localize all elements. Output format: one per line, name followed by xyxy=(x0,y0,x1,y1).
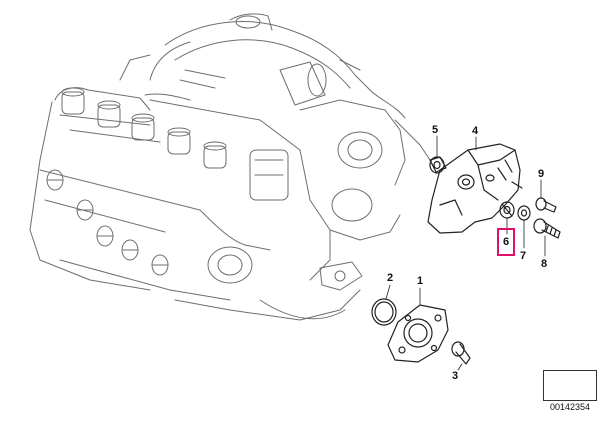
leader-lines xyxy=(385,135,546,371)
engine-block xyxy=(29,13,431,321)
flange-part-1 xyxy=(387,304,449,363)
callout-9: 9 xyxy=(538,168,545,180)
callout-5: 5 xyxy=(432,124,439,136)
callout-3: 3 xyxy=(452,370,459,382)
callout-1: 1 xyxy=(417,275,424,287)
arrow-symbol-frame xyxy=(543,370,597,401)
bolt-part-3 xyxy=(451,341,471,365)
callout-2: 2 xyxy=(387,272,394,284)
bushing-part-6 xyxy=(499,201,515,219)
callout-8: 8 xyxy=(541,258,548,270)
mount-part-5 xyxy=(429,156,447,174)
callout-7: 7 xyxy=(520,250,527,262)
bolt-part-8 xyxy=(533,218,561,239)
nut-part-7 xyxy=(517,205,531,221)
highlight-box-part-6 xyxy=(497,228,515,256)
bracket-part-4 xyxy=(427,143,523,234)
callout-4: 4 xyxy=(472,125,479,137)
callout-6: 6 xyxy=(503,236,510,248)
bolt-part-9 xyxy=(535,197,557,213)
oring-part-2 xyxy=(371,298,397,326)
diagram-id: 00142354 xyxy=(549,402,591,412)
